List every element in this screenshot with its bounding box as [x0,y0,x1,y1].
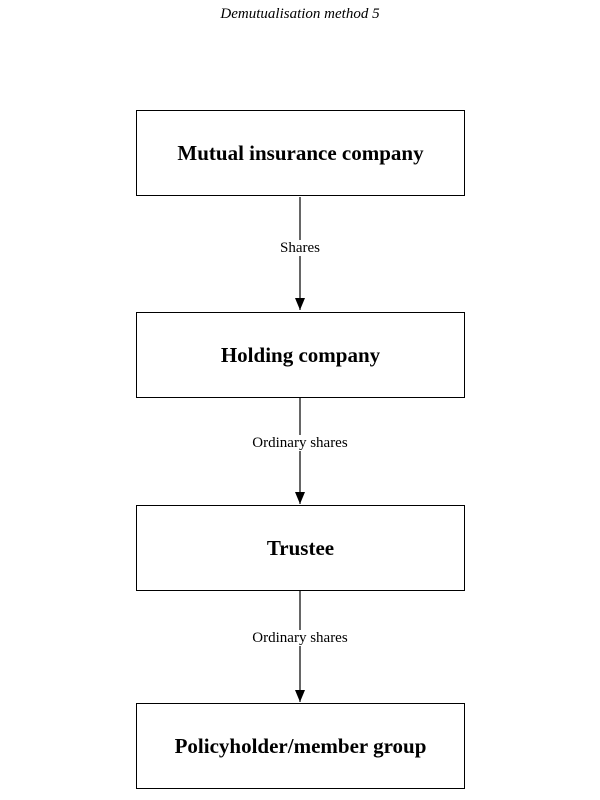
edge-label-ordinary-shares-1: Ordinary shares [0,435,600,452]
node-trustee: Trustee [136,505,465,591]
arrowhead-icon [295,298,305,310]
edge-label-text: Shares [277,240,323,256]
node-holding-company: Holding company [136,312,465,398]
arrowhead-icon [295,492,305,504]
arrowhead-icon [295,690,305,702]
edge-label-ordinary-shares-2: Ordinary shares [0,630,600,647]
edge-label-text: Ordinary shares [249,435,351,451]
edge-label-text: Ordinary shares [249,630,351,646]
node-policyholder-member-group: Policyholder/member group [136,703,465,789]
node-mutual-insurance-company: Mutual insurance company [136,110,465,196]
edge-label-shares: Shares [0,240,600,257]
diagram-title: Demutualisation method 5 [220,6,380,22]
